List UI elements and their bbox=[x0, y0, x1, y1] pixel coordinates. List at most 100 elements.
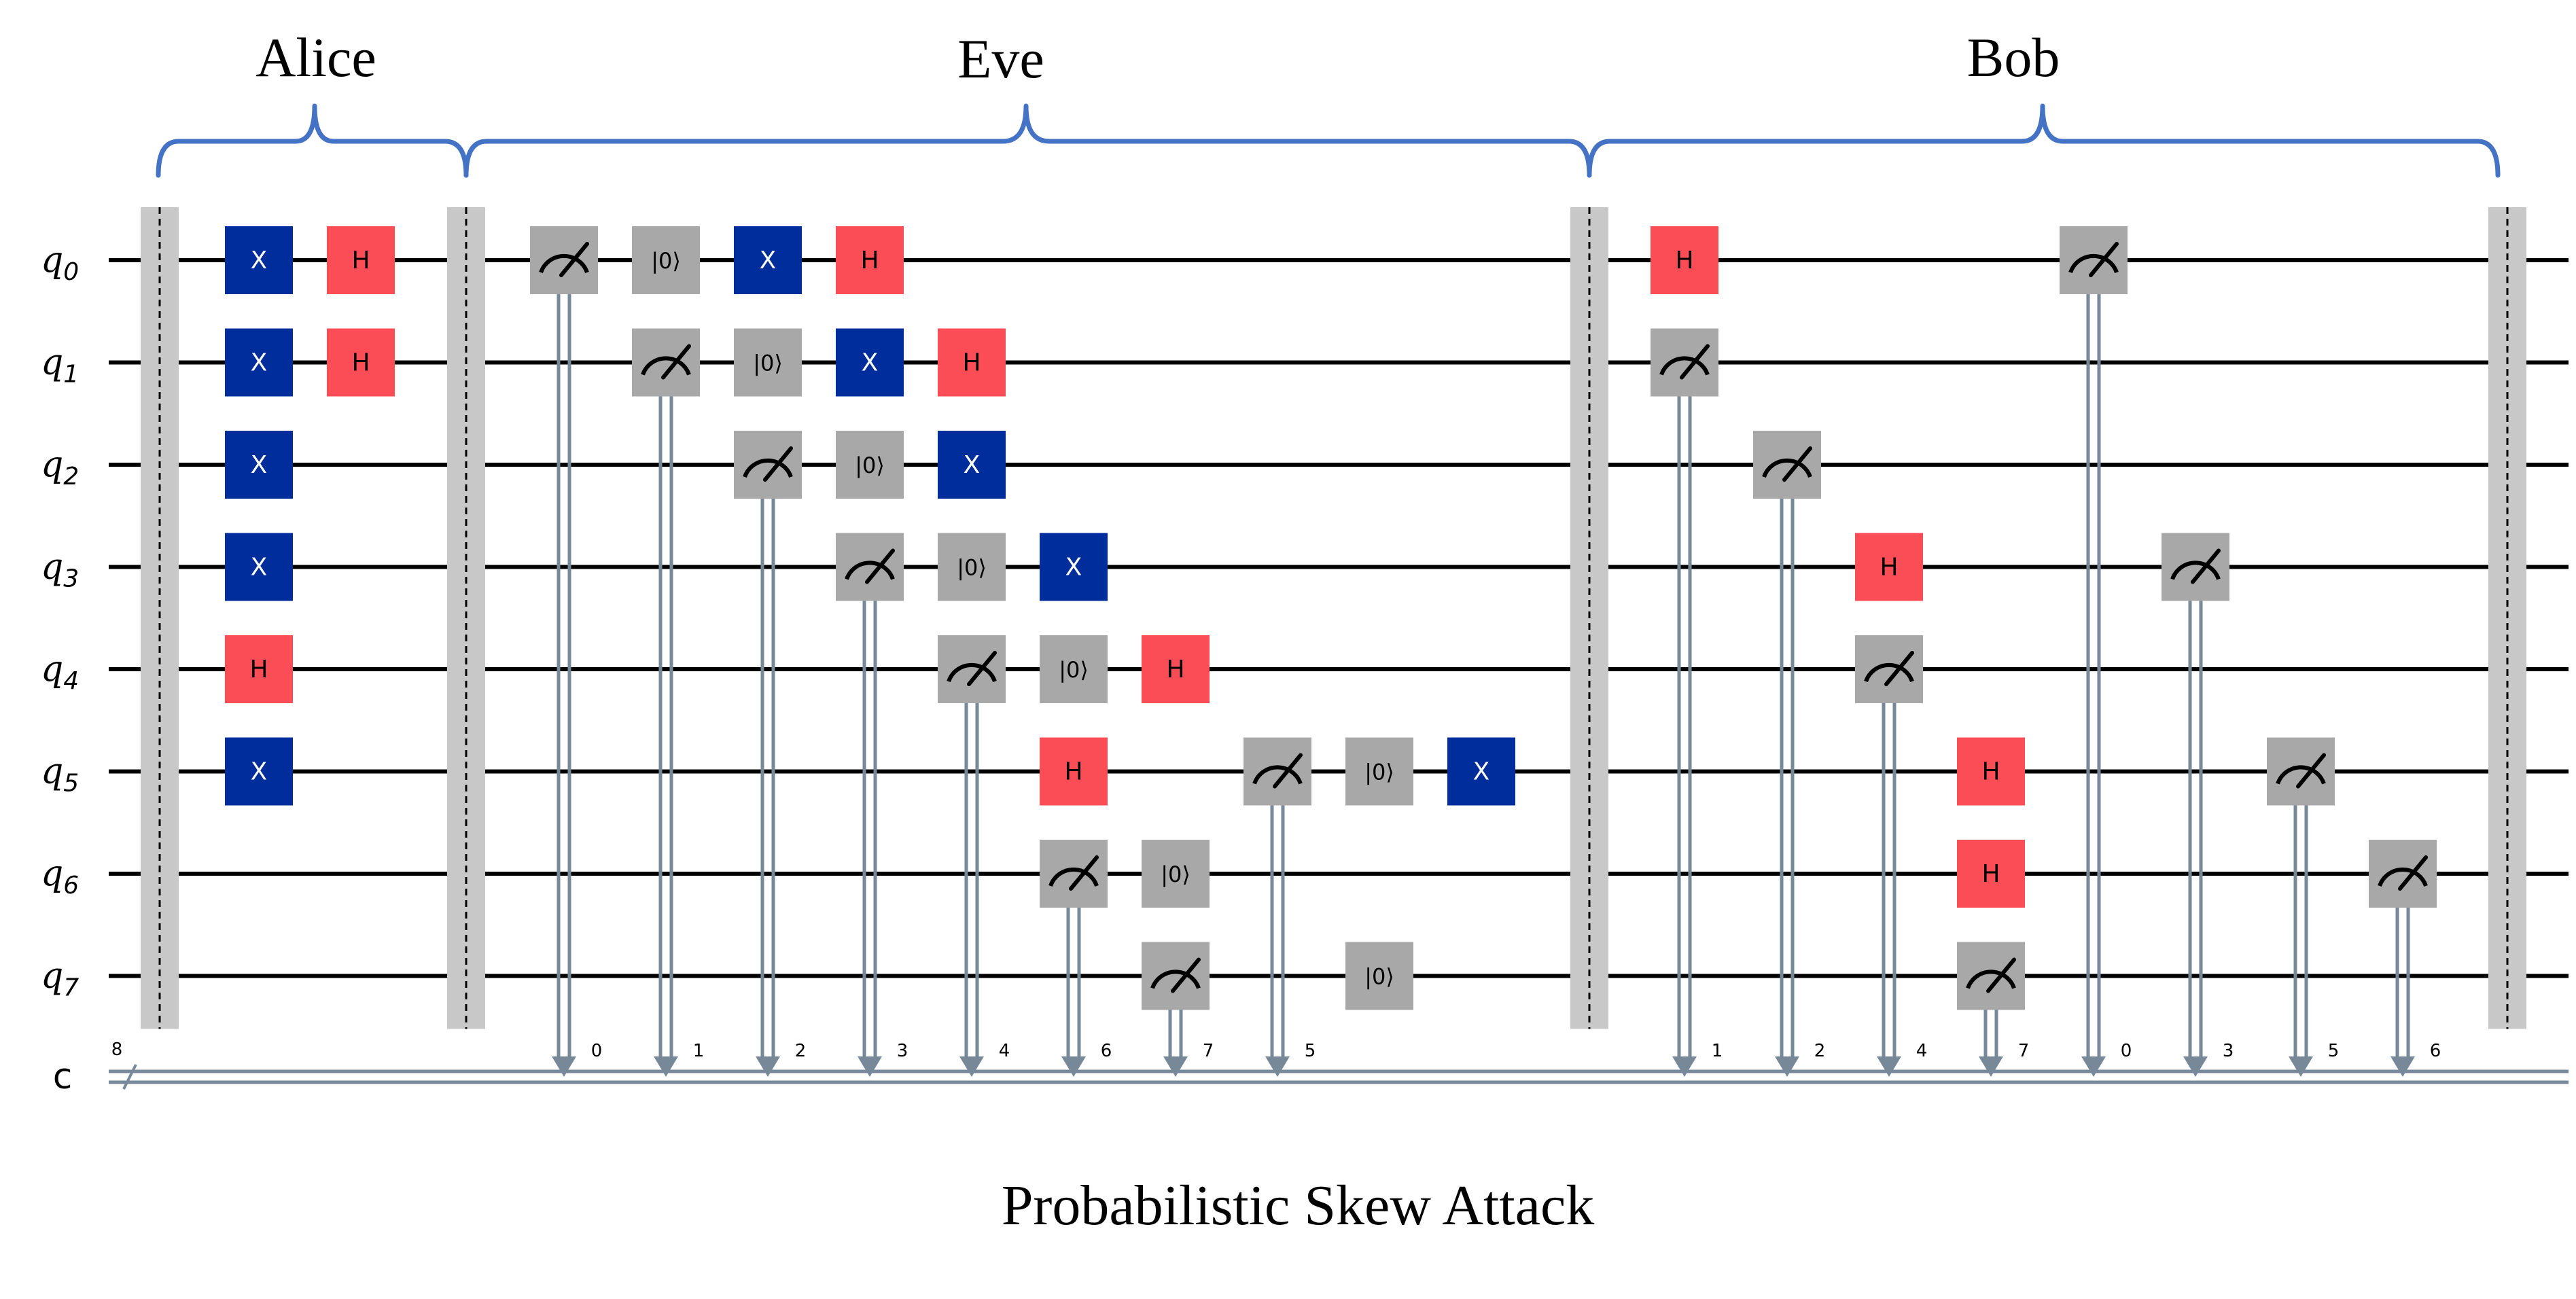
h-gate-label: H bbox=[1880, 554, 1898, 582]
classical-bit-index: 4 bbox=[1916, 1041, 1928, 1061]
measure-gate bbox=[632, 328, 700, 397]
meter-arc-icon bbox=[1966, 969, 2016, 989]
classical-bit-index: 4 bbox=[999, 1041, 1010, 1061]
reset-gate: |0⟩ bbox=[836, 431, 904, 499]
measure-arrow bbox=[2289, 1056, 2313, 1077]
x-gate-label: X bbox=[251, 554, 268, 582]
measure-gate bbox=[2267, 737, 2335, 806]
classical-bit-index: 1 bbox=[693, 1041, 705, 1061]
h-gate: H bbox=[1142, 635, 1210, 703]
classical-bit-index: 2 bbox=[795, 1041, 807, 1061]
h-gate-label: H bbox=[1166, 656, 1184, 683]
h-gate-label: H bbox=[1064, 758, 1082, 786]
meter-arc-icon bbox=[1762, 458, 1812, 478]
measure-arrow bbox=[1979, 1056, 2003, 1077]
section-title-alice: Alice bbox=[255, 26, 376, 88]
classical-bit-index: 6 bbox=[1101, 1041, 1112, 1061]
reset-gate: |0⟩ bbox=[1345, 737, 1413, 806]
qubit-index: 5 bbox=[63, 770, 79, 798]
qubit-label: q7 bbox=[41, 956, 79, 1002]
brace-alice bbox=[156, 103, 469, 178]
reset-gate: |0⟩ bbox=[1040, 635, 1108, 703]
h-gate-label: H bbox=[962, 349, 981, 377]
meter-arc-icon bbox=[1048, 867, 1099, 887]
x-gate: X bbox=[225, 533, 293, 601]
classical-bit-index: 1 bbox=[1712, 1041, 1723, 1061]
measure-gate bbox=[1957, 942, 2025, 1010]
classical-bit-index: 5 bbox=[1305, 1041, 1316, 1061]
meter-arc-icon bbox=[845, 560, 895, 580]
classical-bit-index: 6 bbox=[2430, 1041, 2441, 1061]
meter-arc-icon bbox=[1252, 765, 1303, 785]
register-size-slash bbox=[122, 1064, 137, 1090]
h-gate: H bbox=[1957, 737, 2025, 806]
h-gate: H bbox=[1040, 737, 1108, 806]
meter-arc-icon bbox=[1659, 356, 1710, 376]
meter-arc-icon bbox=[539, 253, 589, 274]
x-gate-label: X bbox=[251, 758, 268, 786]
classical-bit-index: 0 bbox=[591, 1041, 603, 1061]
reset-gate: |0⟩ bbox=[632, 226, 700, 294]
x-gate: X bbox=[225, 226, 293, 294]
brace-bob bbox=[1587, 103, 2501, 178]
h-gate-label: H bbox=[351, 247, 370, 274]
meter-arc-icon bbox=[2068, 253, 2119, 274]
classical-register-label: c bbox=[53, 1056, 73, 1097]
measure-gate bbox=[2162, 533, 2229, 601]
meter-arc-icon bbox=[1150, 969, 1201, 989]
measure-arrow bbox=[2183, 1056, 2208, 1077]
reset-gate: |0⟩ bbox=[1345, 942, 1413, 1010]
h-gate: H bbox=[1855, 533, 1923, 601]
meter-arc-icon bbox=[2378, 867, 2428, 887]
measure-arrow bbox=[1877, 1056, 1901, 1077]
register-size-label: 8 bbox=[111, 1039, 123, 1060]
reset-gate-label: |0⟩ bbox=[753, 351, 783, 376]
qubit-label: q0 bbox=[41, 240, 79, 286]
x-gate-label: X bbox=[251, 247, 268, 274]
h-gate-label: H bbox=[1981, 758, 2000, 786]
classical-wire bbox=[109, 1064, 2569, 1090]
meter-arc-icon bbox=[2276, 765, 2326, 785]
qubit-label: q4 bbox=[41, 649, 79, 695]
x-gate-label: X bbox=[1473, 758, 1490, 786]
measure-arrow bbox=[2390, 1056, 2415, 1077]
h-gate-label: H bbox=[860, 247, 879, 274]
reset-gate-label: |0⟩ bbox=[855, 452, 885, 478]
h-gate-label: H bbox=[351, 349, 370, 377]
classical-bit-index: 7 bbox=[2018, 1041, 2030, 1061]
meter-arc-icon bbox=[2170, 560, 2221, 580]
meter-arc-icon bbox=[947, 662, 997, 683]
section-title-bob: Bob bbox=[1967, 26, 2060, 88]
measure-gate bbox=[1855, 635, 1923, 703]
section-title-eve: Eve bbox=[957, 28, 1044, 90]
qubit-index: 4 bbox=[63, 667, 79, 695]
meter-needle-icon bbox=[1171, 957, 1201, 993]
meter-needle-icon bbox=[865, 548, 895, 584]
meter-needle-icon bbox=[1680, 344, 1710, 380]
classical-bit-index: 2 bbox=[1814, 1041, 1826, 1061]
measure-arrow bbox=[1265, 1056, 1290, 1077]
meter-needle-icon bbox=[967, 651, 997, 686]
qubit-wires bbox=[109, 258, 2569, 978]
measure-gate bbox=[2369, 840, 2437, 908]
measure-arrow bbox=[552, 1056, 576, 1077]
x-gate: X bbox=[225, 328, 293, 397]
meter-needle-icon bbox=[763, 446, 793, 482]
h-gate-label: H bbox=[1675, 247, 1693, 274]
meter-arc-icon bbox=[743, 458, 793, 478]
qubit-index: 1 bbox=[63, 361, 79, 389]
measure-arrow bbox=[1163, 1056, 1188, 1077]
h-gate: H bbox=[327, 328, 395, 397]
reset-gate-label: |0⟩ bbox=[651, 248, 681, 274]
measure-arrow bbox=[1061, 1056, 1086, 1077]
classical-bit-index: 5 bbox=[2328, 1041, 2340, 1061]
x-gate: X bbox=[734, 226, 802, 294]
measure-arrow bbox=[654, 1056, 678, 1077]
measure-gate bbox=[734, 431, 802, 499]
classical-bit-index: 3 bbox=[897, 1041, 908, 1061]
x-gate: X bbox=[938, 431, 1006, 499]
measure-arrow bbox=[959, 1056, 984, 1077]
